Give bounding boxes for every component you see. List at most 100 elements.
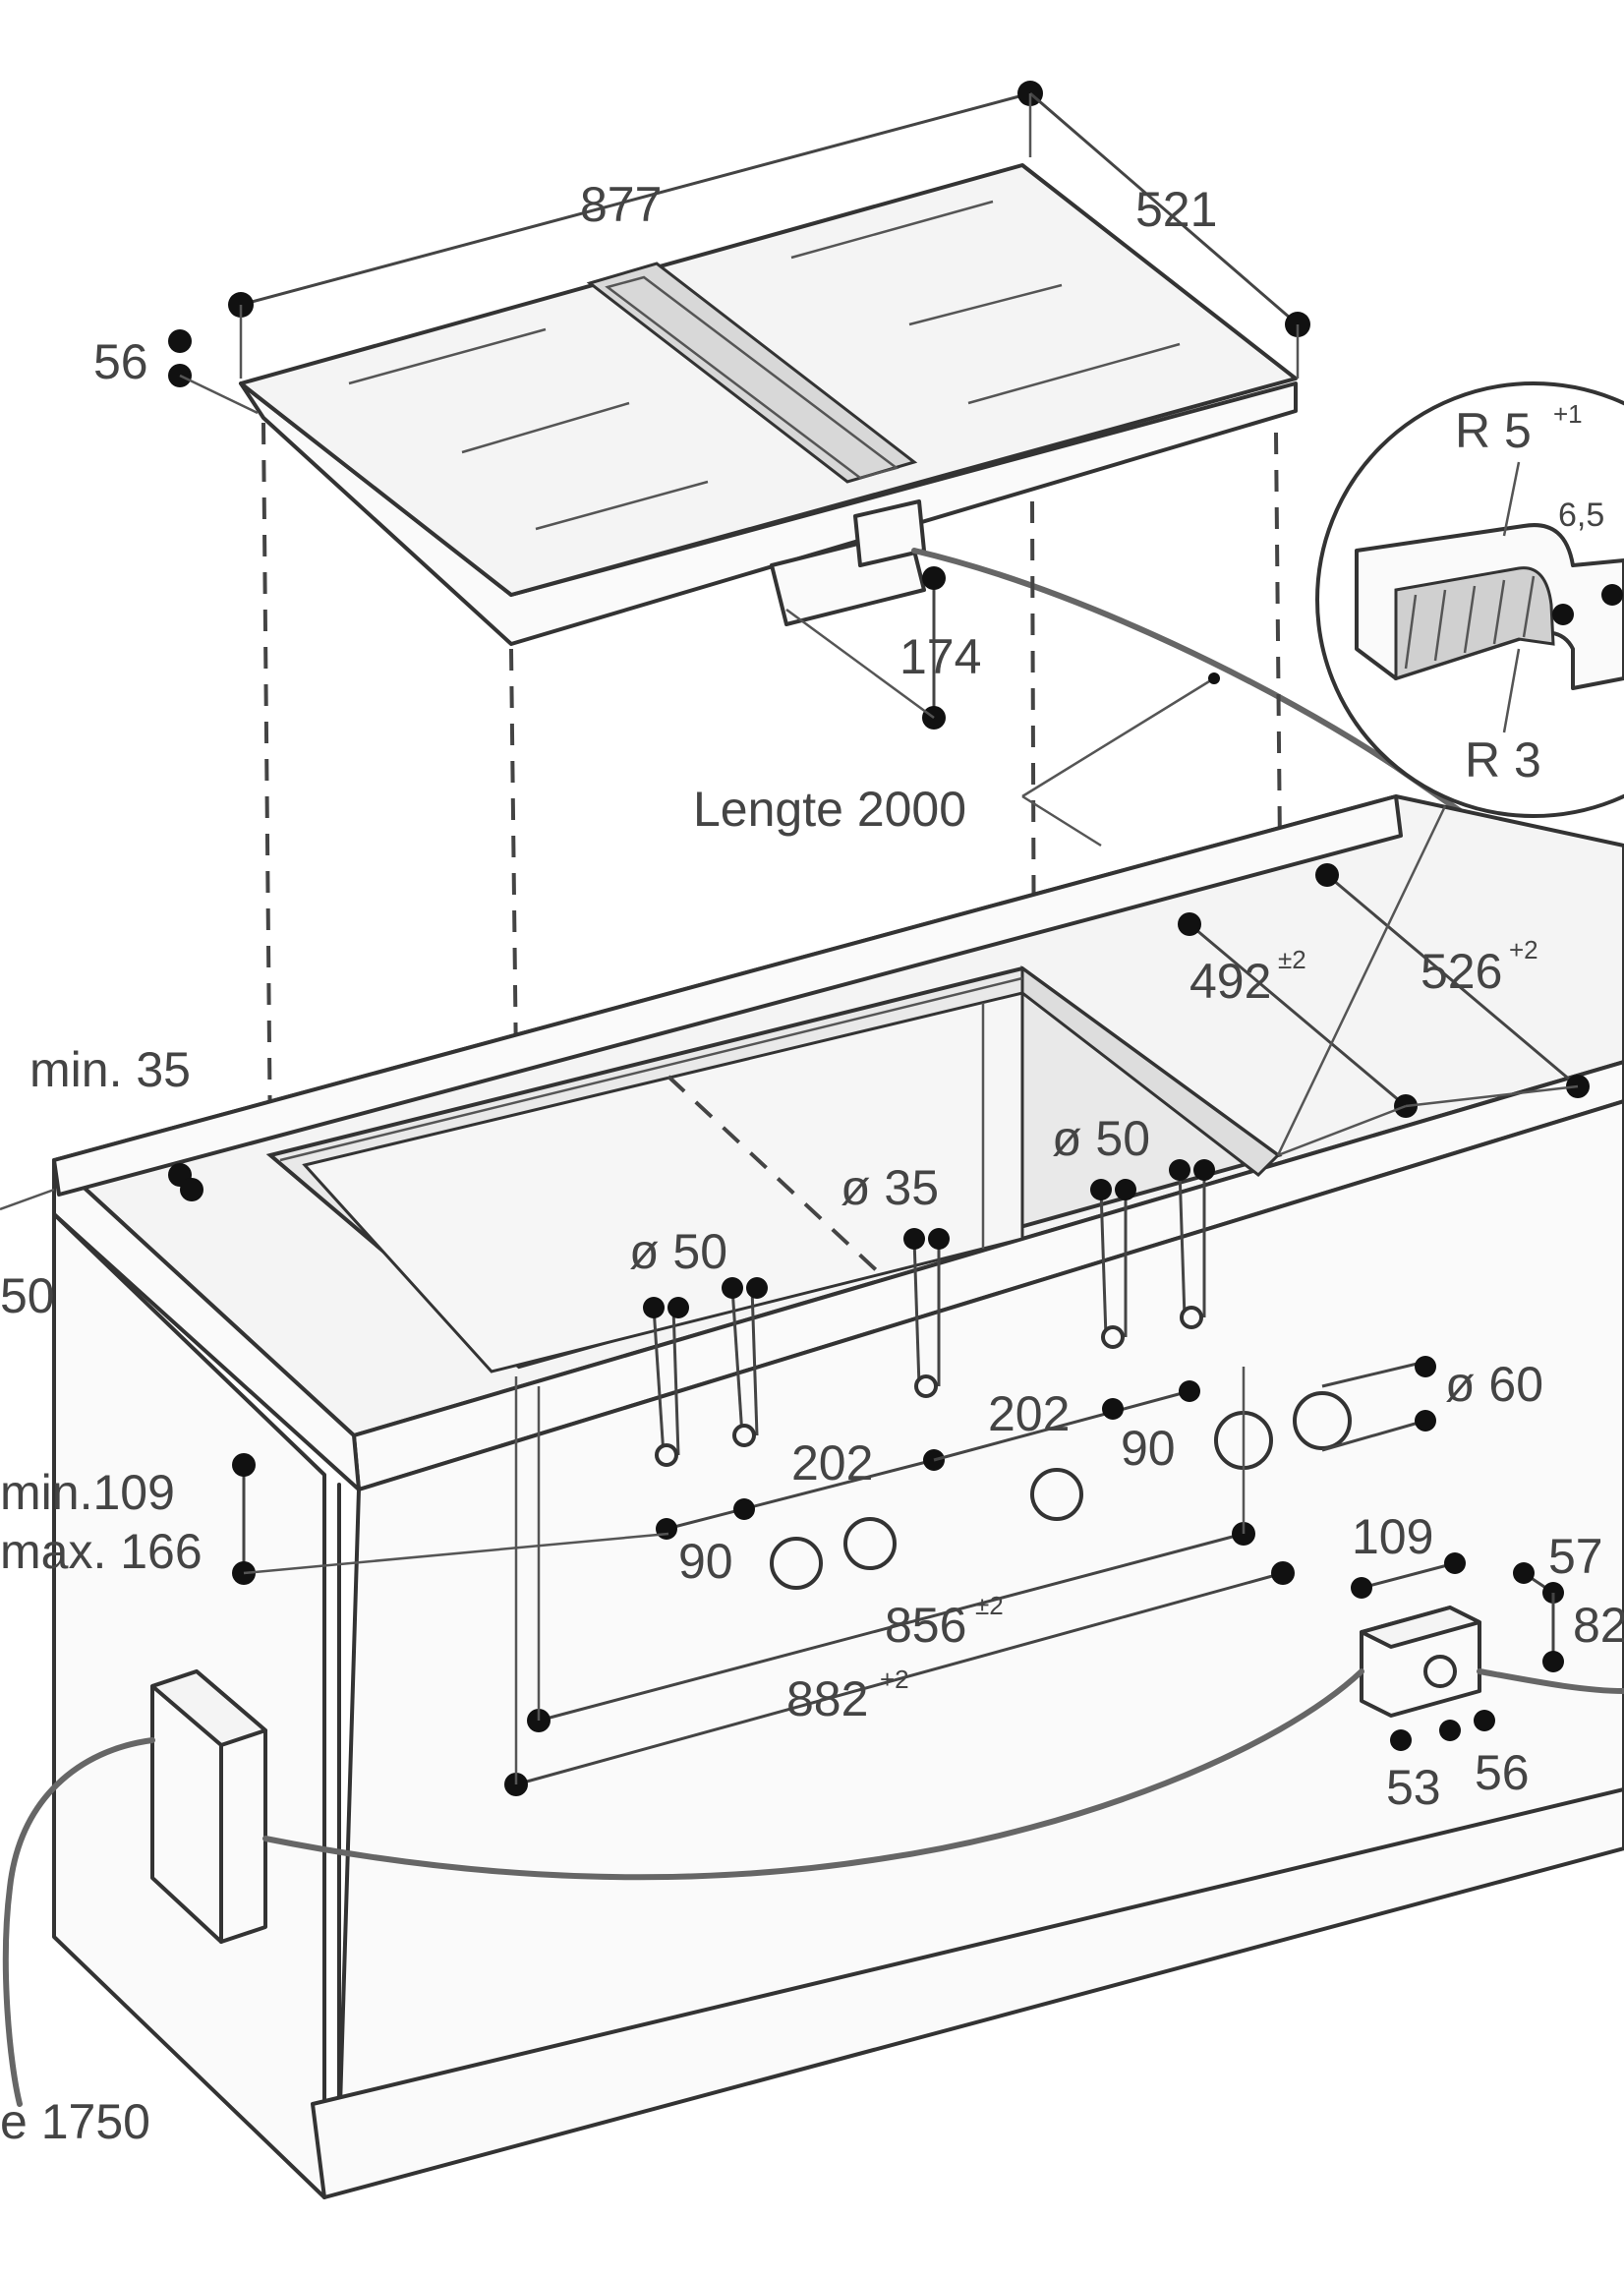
label-dia-50-left: ø 50	[629, 1224, 727, 1279]
dim-dot	[180, 1178, 203, 1201]
cooktop-vent-strip	[586, 262, 918, 484]
cabinet-plinth	[311, 1787, 1624, 2199]
cooktop-mark	[535, 480, 709, 531]
label-thickness-min: min.109	[0, 1465, 175, 1520]
cooktop	[239, 163, 1298, 646]
label-radius-top-sup: +1	[1553, 399, 1583, 429]
label-radius-bottom: R 3	[1465, 732, 1541, 788]
cooktop-mark	[790, 200, 994, 260]
label-box-56: 56	[1475, 1745, 1530, 1800]
dim-dot	[1444, 1552, 1466, 1574]
dim-line	[1321, 1419, 1426, 1452]
detail-section	[1394, 566, 1555, 681]
label-edge-6-5: 6,5	[1558, 497, 1604, 534]
dim-dot	[1542, 1651, 1564, 1672]
edge-detail	[1315, 381, 1624, 818]
leader-line	[1502, 461, 1521, 537]
cutout-inner-wall	[302, 991, 1024, 1373]
dim-dot	[722, 1277, 743, 1299]
label-box-109: 109	[1352, 1509, 1433, 1564]
mains-cable	[2, 1737, 155, 2107]
leader-line	[1021, 676, 1215, 798]
dim-dot	[922, 566, 946, 590]
projection-line	[1030, 500, 1036, 1023]
dim-dot	[1315, 863, 1339, 887]
dim-dot	[1090, 1179, 1112, 1200]
dim-dot	[667, 1297, 689, 1318]
leader-line	[1021, 794, 1102, 847]
ext-line	[243, 1532, 669, 1575]
dim-dot	[1115, 1179, 1136, 1200]
dim-dot	[1102, 1398, 1124, 1420]
cooktop-mark	[908, 283, 1063, 326]
dim-line	[652, 1307, 666, 1456]
dim-dot	[1351, 1577, 1372, 1599]
dim-line-877	[240, 91, 1031, 307]
cooktop-mark	[348, 327, 547, 385]
label-521: 521	[1135, 182, 1217, 237]
cabinet-holes	[770, 1391, 1352, 1590]
hole-marker	[914, 1374, 938, 1398]
label-202-left: 202	[791, 1435, 873, 1490]
dim-line-856	[538, 1532, 1245, 1723]
cooktop-mark	[461, 401, 630, 454]
dim-dot	[1271, 1561, 1295, 1585]
label-526-sup: +2	[1509, 935, 1538, 964]
hole-60	[1293, 1391, 1352, 1450]
dim-dot	[1178, 912, 1201, 936]
label-dia-60: ø 60	[1445, 1357, 1543, 1412]
cooktop-dimensions	[168, 81, 1310, 730]
label-856-sup: ±2	[975, 1591, 1004, 1620]
detail-hatch	[1492, 579, 1506, 645]
hole-35	[1030, 1468, 1083, 1521]
ext-line	[1405, 1084, 1579, 1108]
label-dia-50-center: ø 50	[1052, 1111, 1150, 1166]
leader-line	[1502, 648, 1521, 733]
label-526: 526	[1421, 944, 1502, 999]
cooktop-mark	[967, 342, 1181, 405]
detail-hatch	[1404, 594, 1418, 670]
label-877: 877	[580, 177, 662, 232]
dim-dot	[1390, 1729, 1412, 1751]
label-thickness-max: max. 166	[0, 1524, 203, 1579]
dim-line	[1099, 1189, 1108, 1338]
cutout-rebate	[279, 976, 1023, 1162]
dim-dot	[903, 1228, 925, 1250]
label-882-sup: +2	[880, 1665, 909, 1694]
label-492: 492	[1189, 954, 1271, 1009]
dim-dot	[1415, 1410, 1436, 1432]
dim-dot	[656, 1518, 677, 1540]
dim-dot	[733, 1498, 755, 1520]
dim-dot	[1474, 1710, 1495, 1731]
label-882: 882	[786, 1671, 868, 1726]
ext-line	[785, 608, 935, 720]
label-cable-1750: e 1750	[0, 2094, 150, 2149]
dim-dot	[746, 1277, 768, 1299]
hole-marker	[1101, 1325, 1125, 1349]
dim-dot	[1169, 1159, 1190, 1181]
dim-dot	[1552, 604, 1574, 625]
ext-line	[1276, 805, 1447, 1156]
countertop-back-edge	[52, 794, 1403, 1197]
label-174: 174	[899, 629, 981, 684]
label-90-right: 90	[1121, 1421, 1176, 1476]
dim-line-202	[933, 1389, 1190, 1462]
label-min-35: min. 35	[29, 1042, 191, 1097]
cutout-dimensions	[0, 805, 1590, 1796]
dim-line	[1321, 1360, 1426, 1388]
dim-line-202	[666, 1458, 935, 1531]
label-dia-35: ø 35	[841, 1160, 939, 1215]
leader-dot	[1208, 672, 1220, 684]
cutout-centerline	[667, 1075, 887, 1280]
ext-line	[1277, 1104, 1407, 1157]
detail-hatch	[1433, 589, 1447, 662]
hole-50	[843, 1517, 897, 1570]
ext-line	[179, 374, 259, 415]
label-box-82: 82	[1573, 1598, 1624, 1653]
dim-line-521	[1029, 91, 1299, 326]
power-unit	[150, 1669, 267, 1944]
dim-dot	[232, 1453, 256, 1477]
outlet-cable	[1477, 1668, 1624, 1694]
